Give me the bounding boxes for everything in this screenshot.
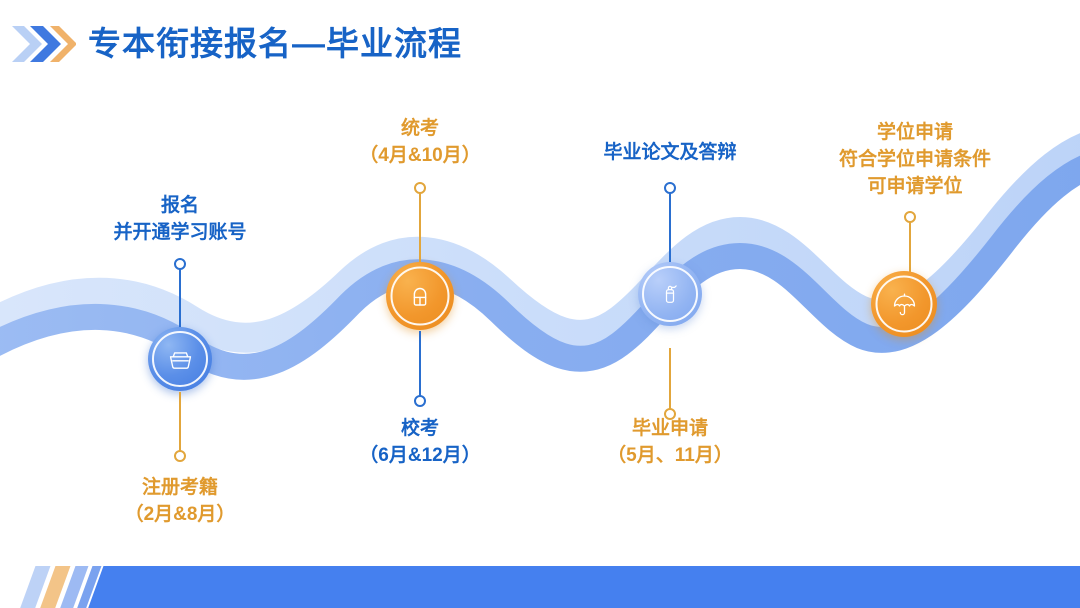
double-chevron-icon [10, 22, 77, 66]
node-2-top-label-line-1: 统考 [400, 118, 439, 139]
node-2-bottom-label: 校考 （6月&12月） [300, 416, 540, 470]
node-2-bottom-label-line-1: 校考 [400, 418, 439, 439]
header: 专本衔接报名—毕业流程 [0, 0, 1080, 96]
basket-icon [169, 351, 191, 369]
node-3[interactable] [638, 262, 702, 326]
node-3-circle[interactable] [638, 262, 702, 326]
node-1[interactable] [148, 327, 212, 391]
node-1-top-stem [173, 258, 187, 340]
extinguisher-icon [665, 285, 677, 303]
node-1-bottom-stem [173, 392, 187, 464]
node-1-top-label-line-2: 并开通学习账号 [113, 221, 247, 243]
node-4-top-label-line-3: 可申请学位 [867, 175, 963, 197]
node-2[interactable] [386, 262, 454, 330]
node-4-circle[interactable] [871, 271, 937, 337]
umbrella-icon [893, 293, 915, 315]
node-4-top-label-line-1: 学位申请 [876, 122, 953, 143]
page-title: 专本衔接报名—毕业流程 [88, 25, 462, 62]
node-1-top-label-line-1: 报名 [160, 195, 199, 216]
wave-ribbon-front [0, 155, 1080, 380]
node-2-circle[interactable] [386, 262, 454, 330]
node-2-top-label: 统考 （4月&10月） [300, 116, 540, 170]
node-3-bottom-label: 毕业申请 （5月、11月） [550, 416, 790, 470]
node-3-top-label: 毕业论文及答辩 [550, 140, 790, 167]
footer-main-bar [86, 566, 1080, 608]
node-1-inner-ring [152, 331, 208, 387]
node-2-inner-ring [390, 266, 450, 326]
node-4-inner-ring [875, 275, 933, 333]
node-3-inner-ring [642, 266, 698, 322]
node-4[interactable] [871, 271, 937, 337]
wave-ribbon-back [0, 133, 1080, 353]
node-3-bottom-label-line-2: （5月、11月） [607, 444, 733, 466]
footer-bar [0, 566, 1080, 608]
node-2-bottom-label-line-2: （6月&12月） [359, 444, 481, 466]
node-1-circle[interactable] [148, 327, 212, 391]
book-icon [413, 287, 427, 306]
node-2-top-label-line-2: （4月&10月） [359, 144, 481, 166]
node-4-top-label: 学位申请 符合学位申请条件 可申请学位 [790, 120, 1040, 201]
node-4-top-stem [903, 211, 917, 277]
node-3-top-label-line-1: 毕业论文及答辩 [603, 142, 737, 163]
node-3-top-stem [663, 182, 677, 268]
node-4-top-label-line-2: 符合学位申请条件 [838, 148, 991, 170]
node-1-top-label: 报名 并开通学习账号 [60, 193, 300, 247]
node-2-top-stem [413, 182, 427, 268]
node-1-bottom-label-line-2: （2月&8月） [124, 503, 236, 525]
node-3-bottom-stem [663, 348, 677, 426]
node-1-bottom-label-line-1: 注册考籍 [141, 477, 218, 498]
node-3-bottom-label-line-1: 毕业申请 [631, 418, 708, 439]
node-1-bottom-label: 注册考籍 （2月&8月） [60, 475, 300, 529]
node-2-bottom-stem [413, 331, 427, 409]
